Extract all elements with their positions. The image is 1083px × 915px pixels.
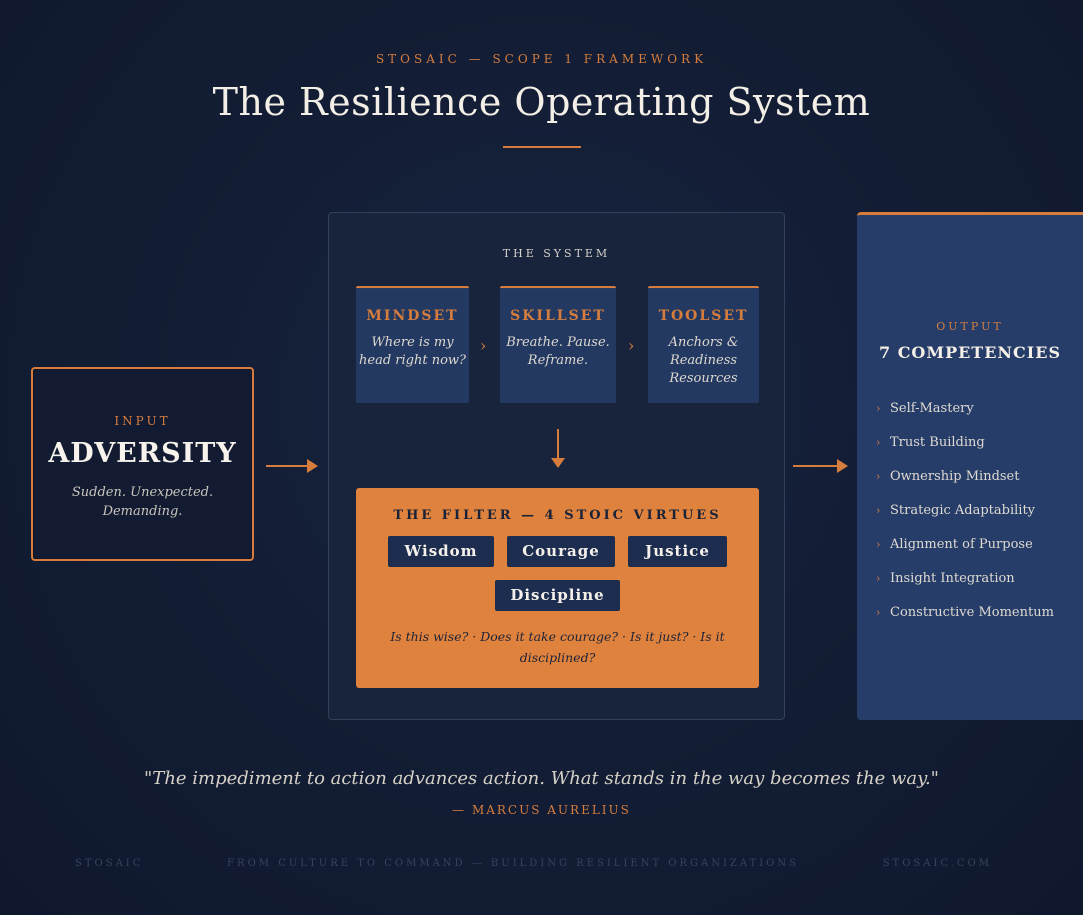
competency-label: Ownership Mindset	[890, 468, 1020, 484]
chevron-right-icon: ›	[876, 503, 881, 517]
framework-kicker: STOSAIC — SCOPE 1 FRAMEWORK	[375, 52, 708, 66]
competency-item: › Ownership Mindset	[876, 459, 1054, 493]
competency-item: › Insight Integration	[876, 561, 1054, 595]
output-label: OUTPUT	[936, 320, 1004, 333]
input-to-system-arrow	[266, 459, 318, 473]
system-to-output-arrow	[793, 459, 848, 473]
competency-label: Alignment of Purpose	[890, 536, 1033, 552]
chevron-right-icon: ›	[876, 469, 881, 483]
filter-questions: Is this wise? · Does it take courage? · …	[390, 629, 725, 665]
justice-badge: Justice	[628, 536, 727, 567]
input-description: Sudden. Unexpected. Demanding.	[71, 485, 214, 519]
competency-item: › Strategic Adaptability	[876, 493, 1054, 527]
skillset-card: SKILLSET Breathe. Pause. Reframe.	[500, 286, 616, 403]
footer-tagline: FROM CULTURE TO COMMAND — BUILDING RESIL…	[227, 858, 799, 869]
courage-badge: Courage	[507, 536, 615, 567]
chevron-right-icon: ›	[876, 537, 881, 551]
competency-label: Trust Building	[890, 434, 985, 450]
mindset-to-skillset-chevron-icon: ›	[480, 336, 487, 355]
title-underline	[502, 146, 581, 148]
skillset-title: SKILLSET	[510, 308, 606, 324]
quote-section: "The impediment to action advances actio…	[0, 768, 1083, 817]
skillset-description: Breathe. Pause. Reframe.	[506, 335, 610, 368]
chevron-right-icon: ›	[876, 605, 881, 619]
quote-author: — MARCUS AURELIUS	[452, 803, 631, 817]
input-title: ADVERSITY	[48, 438, 237, 469]
discipline-badge: Discipline	[495, 580, 620, 611]
footer: STOSAIC FROM CULTURE TO COMMAND — BUILDI…	[75, 858, 992, 869]
toolset-card: TOOLSET Anchors & Readiness Resources	[648, 286, 759, 403]
footer-brand: STOSAIC	[75, 858, 144, 869]
mindset-title: MINDSET	[366, 308, 459, 324]
output-panel: OUTPUT 7 COMPETENCIES › Self-Mastery › T…	[857, 212, 1083, 720]
competency-label: Self-Mastery	[890, 400, 974, 416]
competency-label: Constructive Momentum	[890, 604, 1054, 620]
chevron-right-icon: ›	[876, 571, 881, 585]
competency-list: › Self-Mastery › Trust Building › Owners…	[876, 391, 1054, 629]
mindset-card: MINDSET Where is my head right now?	[356, 286, 469, 403]
competency-item: › Alignment of Purpose	[876, 527, 1054, 561]
chevron-right-icon: ›	[876, 435, 881, 449]
filter-title: THE FILTER — 4 STOIC VIRTUES	[393, 508, 722, 523]
page-title: The Resilience Operating System	[212, 80, 871, 124]
header: STOSAIC — SCOPE 1 FRAMEWORK The Resilien…	[0, 52, 1083, 148]
competency-item: › Trust Building	[876, 425, 1054, 459]
toolset-description: Anchors & Readiness Resources	[668, 335, 739, 386]
input-label: INPUT	[114, 414, 171, 428]
toolset-title: TOOLSET	[658, 308, 749, 324]
competency-item: › Self-Mastery	[876, 391, 1054, 425]
wisdom-badge: Wisdom	[388, 536, 494, 567]
input-box: INPUT ADVERSITY Sudden. Unexpected. Dema…	[31, 367, 254, 561]
competency-label: Insight Integration	[890, 570, 1015, 586]
quote-text: "The impediment to action advances actio…	[144, 768, 939, 789]
system-label: THE SYSTEM	[502, 247, 611, 260]
competency-item: › Constructive Momentum	[876, 595, 1054, 629]
system-to-filter-arrow	[551, 429, 565, 468]
skillset-to-toolset-chevron-icon: ›	[628, 336, 635, 355]
output-title: 7 COMPETENCIES	[878, 343, 1061, 362]
competency-label: Strategic Adaptability	[890, 502, 1036, 518]
system-panel: THE SYSTEM MINDSET Where is my head righ…	[328, 212, 785, 720]
chevron-right-icon: ›	[876, 401, 881, 415]
virtue-filter-box: THE FILTER — 4 STOIC VIRTUES Wisdom Cour…	[356, 488, 759, 688]
footer-url: STOSAIC.COM	[882, 858, 992, 869]
mindset-description: Where is my head right now?	[359, 335, 466, 368]
